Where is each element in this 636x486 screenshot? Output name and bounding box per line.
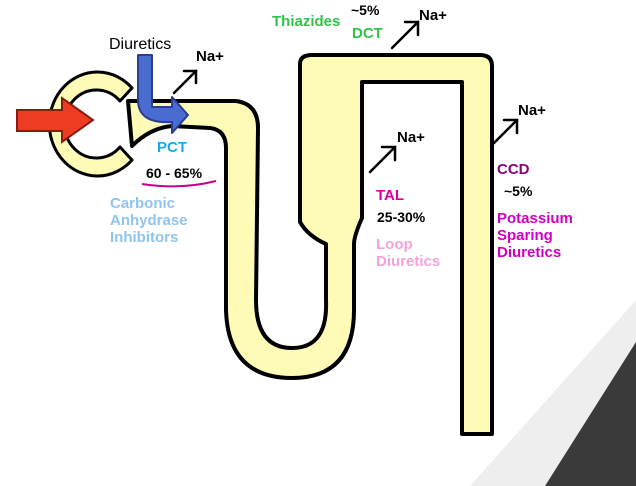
na-arrow-icon [390,20,420,50]
na-ccd-label: Na+ [518,102,546,119]
na-dct-label: Na+ [419,7,447,24]
pct-percent-underline [141,180,217,188]
na-arrow-icon [490,118,519,147]
thiazides-label: Thiazides [272,13,341,30]
blue-arrow-icon [137,54,189,134]
na-tal-label: Na+ [397,129,425,146]
tal-label: TAL [376,187,405,204]
bowman-capsule [47,70,134,178]
na-pct-label: Na+ [196,48,224,65]
ccd-label: CCD [497,161,530,178]
na-arrow-icon [172,69,198,95]
ccd-percent-label: ~5% [504,183,533,199]
pct-label: PCT [157,139,187,156]
red-arrow-icon [16,96,95,144]
loop-diuretics-label: Loop Diuretics [376,236,441,270]
dct-label: DCT [352,25,383,42]
dct-percent-label: ~5% [351,2,380,18]
na-arrow-icon [368,145,397,174]
diuretics-label: Diuretics [109,36,172,53]
potassium-sparing-label: Potassium Sparing Diuretics [497,210,573,261]
proximal-tubule-loop [126,53,494,436]
carbonic-anhydrase-label: Carbonic Anhydrase Inhibitors [110,195,188,246]
tal-percent-label: 25-30% [377,209,426,225]
pct-percent-label: 60 - 65% [146,165,203,181]
corner-decoration-dark [545,342,636,486]
